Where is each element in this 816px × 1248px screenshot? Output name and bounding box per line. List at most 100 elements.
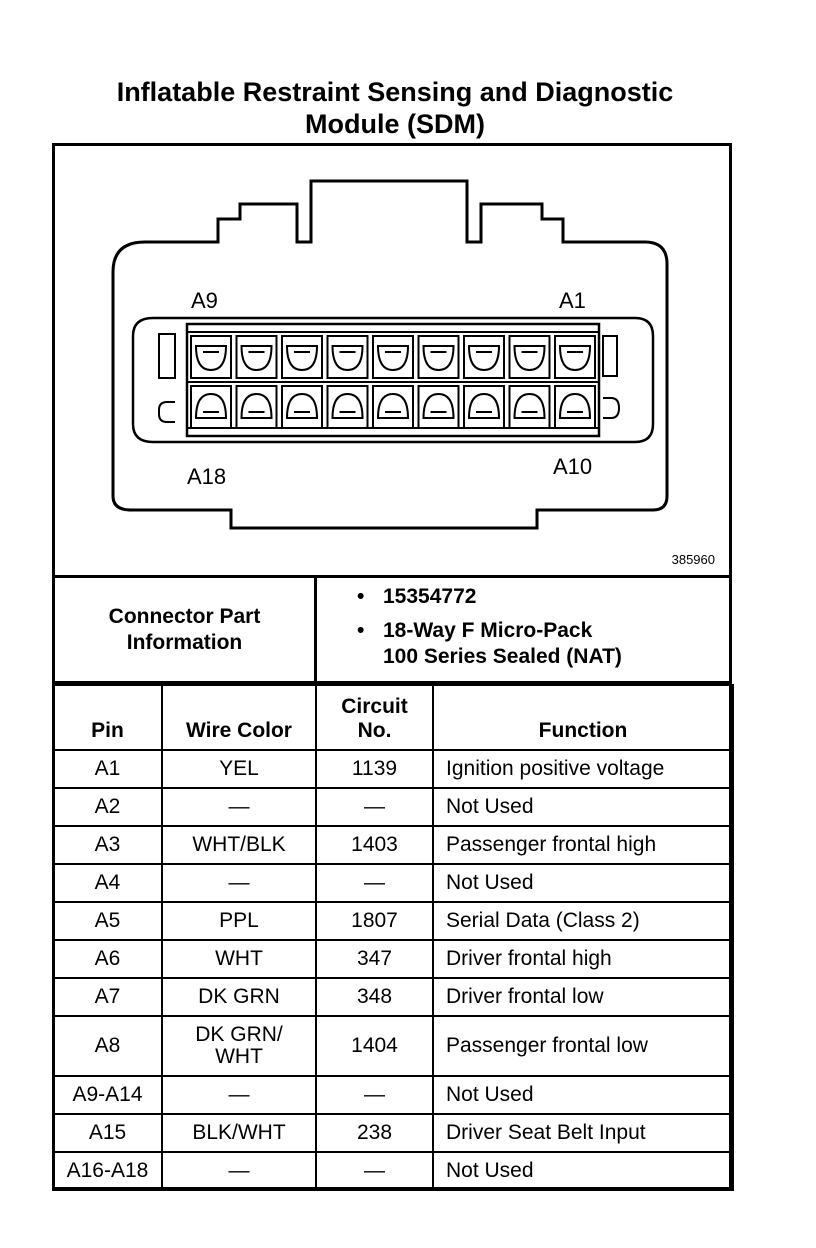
- cell-wire-color: BLK/WHT: [161, 1113, 317, 1153]
- cell-circuit: —: [315, 1151, 434, 1191]
- cell-pin: A2: [52, 787, 163, 827]
- terminal-cavity: [372, 385, 414, 429]
- header-function: Function: [432, 684, 734, 751]
- cell-pin: A15: [52, 1113, 163, 1153]
- cell-wire-color: WHT/BLK: [161, 825, 317, 865]
- table-row: A7 DK GRN 348 Driver frontal low: [52, 977, 734, 1017]
- cell-wire-color: YEL: [161, 749, 317, 789]
- cell-pin: A5: [52, 901, 163, 941]
- connector-drawing: [111, 179, 669, 530]
- pinout-table-header: Pin Wire Color Circuit No. Function: [52, 684, 734, 751]
- terminal-cavity: [326, 385, 369, 429]
- cell-pin: A3: [52, 825, 163, 865]
- cell-pin: A16-A18: [52, 1151, 163, 1191]
- connector-description: 18-Way F Micro-Pack 100 Series Sealed (N…: [357, 618, 729, 670]
- pin-label-a9: A9: [191, 288, 218, 313]
- terminal-block: [185, 322, 601, 438]
- terminal-cavity: [326, 335, 369, 379]
- table-row: A9-A14 — — Not Used: [52, 1075, 734, 1115]
- cell-circuit: 1403: [315, 825, 434, 865]
- cell-circuit: 1807: [315, 901, 434, 941]
- right-latch: [602, 335, 618, 377]
- cell-function: Ignition positive voltage: [432, 749, 734, 789]
- connector-housing-outline: [111, 179, 669, 530]
- terminal-cavity: [417, 385, 460, 429]
- cell-function: Serial Data (Class 2): [432, 901, 734, 941]
- cell-wire-color: WHT: [161, 939, 317, 979]
- cell-circuit: 1139: [315, 749, 434, 789]
- cell-pin: A9-A14: [52, 1075, 163, 1115]
- header-circuit-line-2: No.: [357, 719, 392, 742]
- terminal-cavity: [235, 385, 278, 429]
- header-circuit-line-1: Circuit: [341, 695, 408, 718]
- left-latch: [158, 333, 176, 379]
- cell-pin: A4: [52, 863, 163, 903]
- cell-pin: A1: [52, 749, 163, 789]
- terminal-cavity: [554, 385, 596, 429]
- terminal-cavity: [281, 335, 323, 379]
- cell-wire-color-line-1: DK GRN/: [195, 1023, 283, 1046]
- cell-circuit: 238: [315, 1113, 434, 1153]
- terminal-cavity: [235, 335, 278, 379]
- table-row: A16-A18 — — Not Used: [52, 1151, 734, 1191]
- table-row: A6 WHT 347 Driver frontal high: [52, 939, 734, 979]
- cell-pin: A7: [52, 977, 163, 1017]
- cell-circuit: —: [315, 863, 434, 903]
- part-number: 15354772: [357, 584, 729, 610]
- cell-function: Not Used: [432, 1151, 734, 1191]
- connector-part-info-row: Connector Part Information 15354772 18-W…: [55, 578, 729, 684]
- document-title: Inflatable Restraint Sensing and Diagnos…: [40, 76, 750, 140]
- terminal-cavity: [463, 385, 505, 429]
- cell-wire-color: —: [161, 787, 317, 827]
- header-circuit-no: Circuit No.: [315, 684, 434, 751]
- connector-part-info-label: Connector Part Information: [55, 578, 317, 681]
- cell-function: Driver frontal high: [432, 939, 734, 979]
- terminal-cavity: [372, 335, 414, 379]
- table-row: A8 DK GRN/ WHT 1404 Passenger frontal lo…: [52, 1015, 734, 1077]
- connector-inner-body: [131, 316, 655, 444]
- terminal-cavity: [281, 385, 323, 429]
- table-row: A5 PPL 1807 Serial Data (Class 2): [52, 901, 734, 941]
- connector-part-label-line-2: Information: [126, 630, 243, 654]
- terminal-cavity: [508, 385, 551, 429]
- connector-description-line-1: 18-Way F Micro-Pack: [383, 619, 593, 642]
- cell-wire-color: —: [161, 863, 317, 903]
- terminal-cavity: [417, 335, 460, 379]
- header-wire-color: Wire Color: [161, 684, 317, 751]
- cell-wire-color: PPL: [161, 901, 317, 941]
- table-row: A4 — — Not Used: [52, 863, 734, 903]
- cell-function: Not Used: [432, 787, 734, 827]
- cell-circuit: 347: [315, 939, 434, 979]
- table-row: A1 YEL 1139 Ignition positive voltage: [52, 749, 734, 789]
- cell-circuit: 348: [315, 977, 434, 1017]
- connector-sheet: A9 A1 A18 A10 385960 Connector Part Info…: [52, 143, 734, 1191]
- header-pin: Pin: [52, 684, 163, 751]
- terminal-cavity: [554, 335, 596, 379]
- cell-circuit: —: [315, 787, 434, 827]
- title-line-1: Inflatable Restraint Sensing and Diagnos…: [116, 77, 674, 107]
- cell-wire-color: DK GRN/ WHT: [161, 1015, 317, 1077]
- cell-circuit: 1404: [315, 1015, 434, 1077]
- pin-label-a1: A1: [559, 288, 586, 313]
- cell-function: Not Used: [432, 1075, 734, 1115]
- cell-function: Driver Seat Belt Input: [432, 1113, 734, 1153]
- connector-part-label-line-1: Connector Part: [108, 604, 261, 628]
- table-row: A15 BLK/WHT 238 Driver Seat Belt Input: [52, 1113, 734, 1153]
- cell-pin: A6: [52, 939, 163, 979]
- pin-label-a18: A18: [187, 464, 227, 489]
- title-line-2: Module (SDM): [305, 109, 485, 139]
- table-row: A2 — — Not Used: [52, 787, 734, 827]
- terminal-cavity: [508, 335, 551, 379]
- terminal-cavity: [190, 385, 232, 429]
- connector-diagram: A9 A1 A18 A10 385960: [55, 146, 729, 578]
- pin-label-a10: A10: [553, 454, 593, 479]
- cell-circuit: —: [315, 1075, 434, 1115]
- cell-wire-color: DK GRN: [161, 977, 317, 1017]
- terminal-cavity: [463, 335, 505, 379]
- cell-function: Passenger frontal high: [432, 825, 734, 865]
- cell-wire-color: —: [161, 1075, 317, 1115]
- connector-description-line-2: 100 Series Sealed (NAT): [383, 645, 622, 668]
- cell-wire-color-line-2: WHT: [215, 1045, 263, 1068]
- cell-wire-color: —: [161, 1151, 317, 1191]
- terminal-cavity: [190, 335, 232, 379]
